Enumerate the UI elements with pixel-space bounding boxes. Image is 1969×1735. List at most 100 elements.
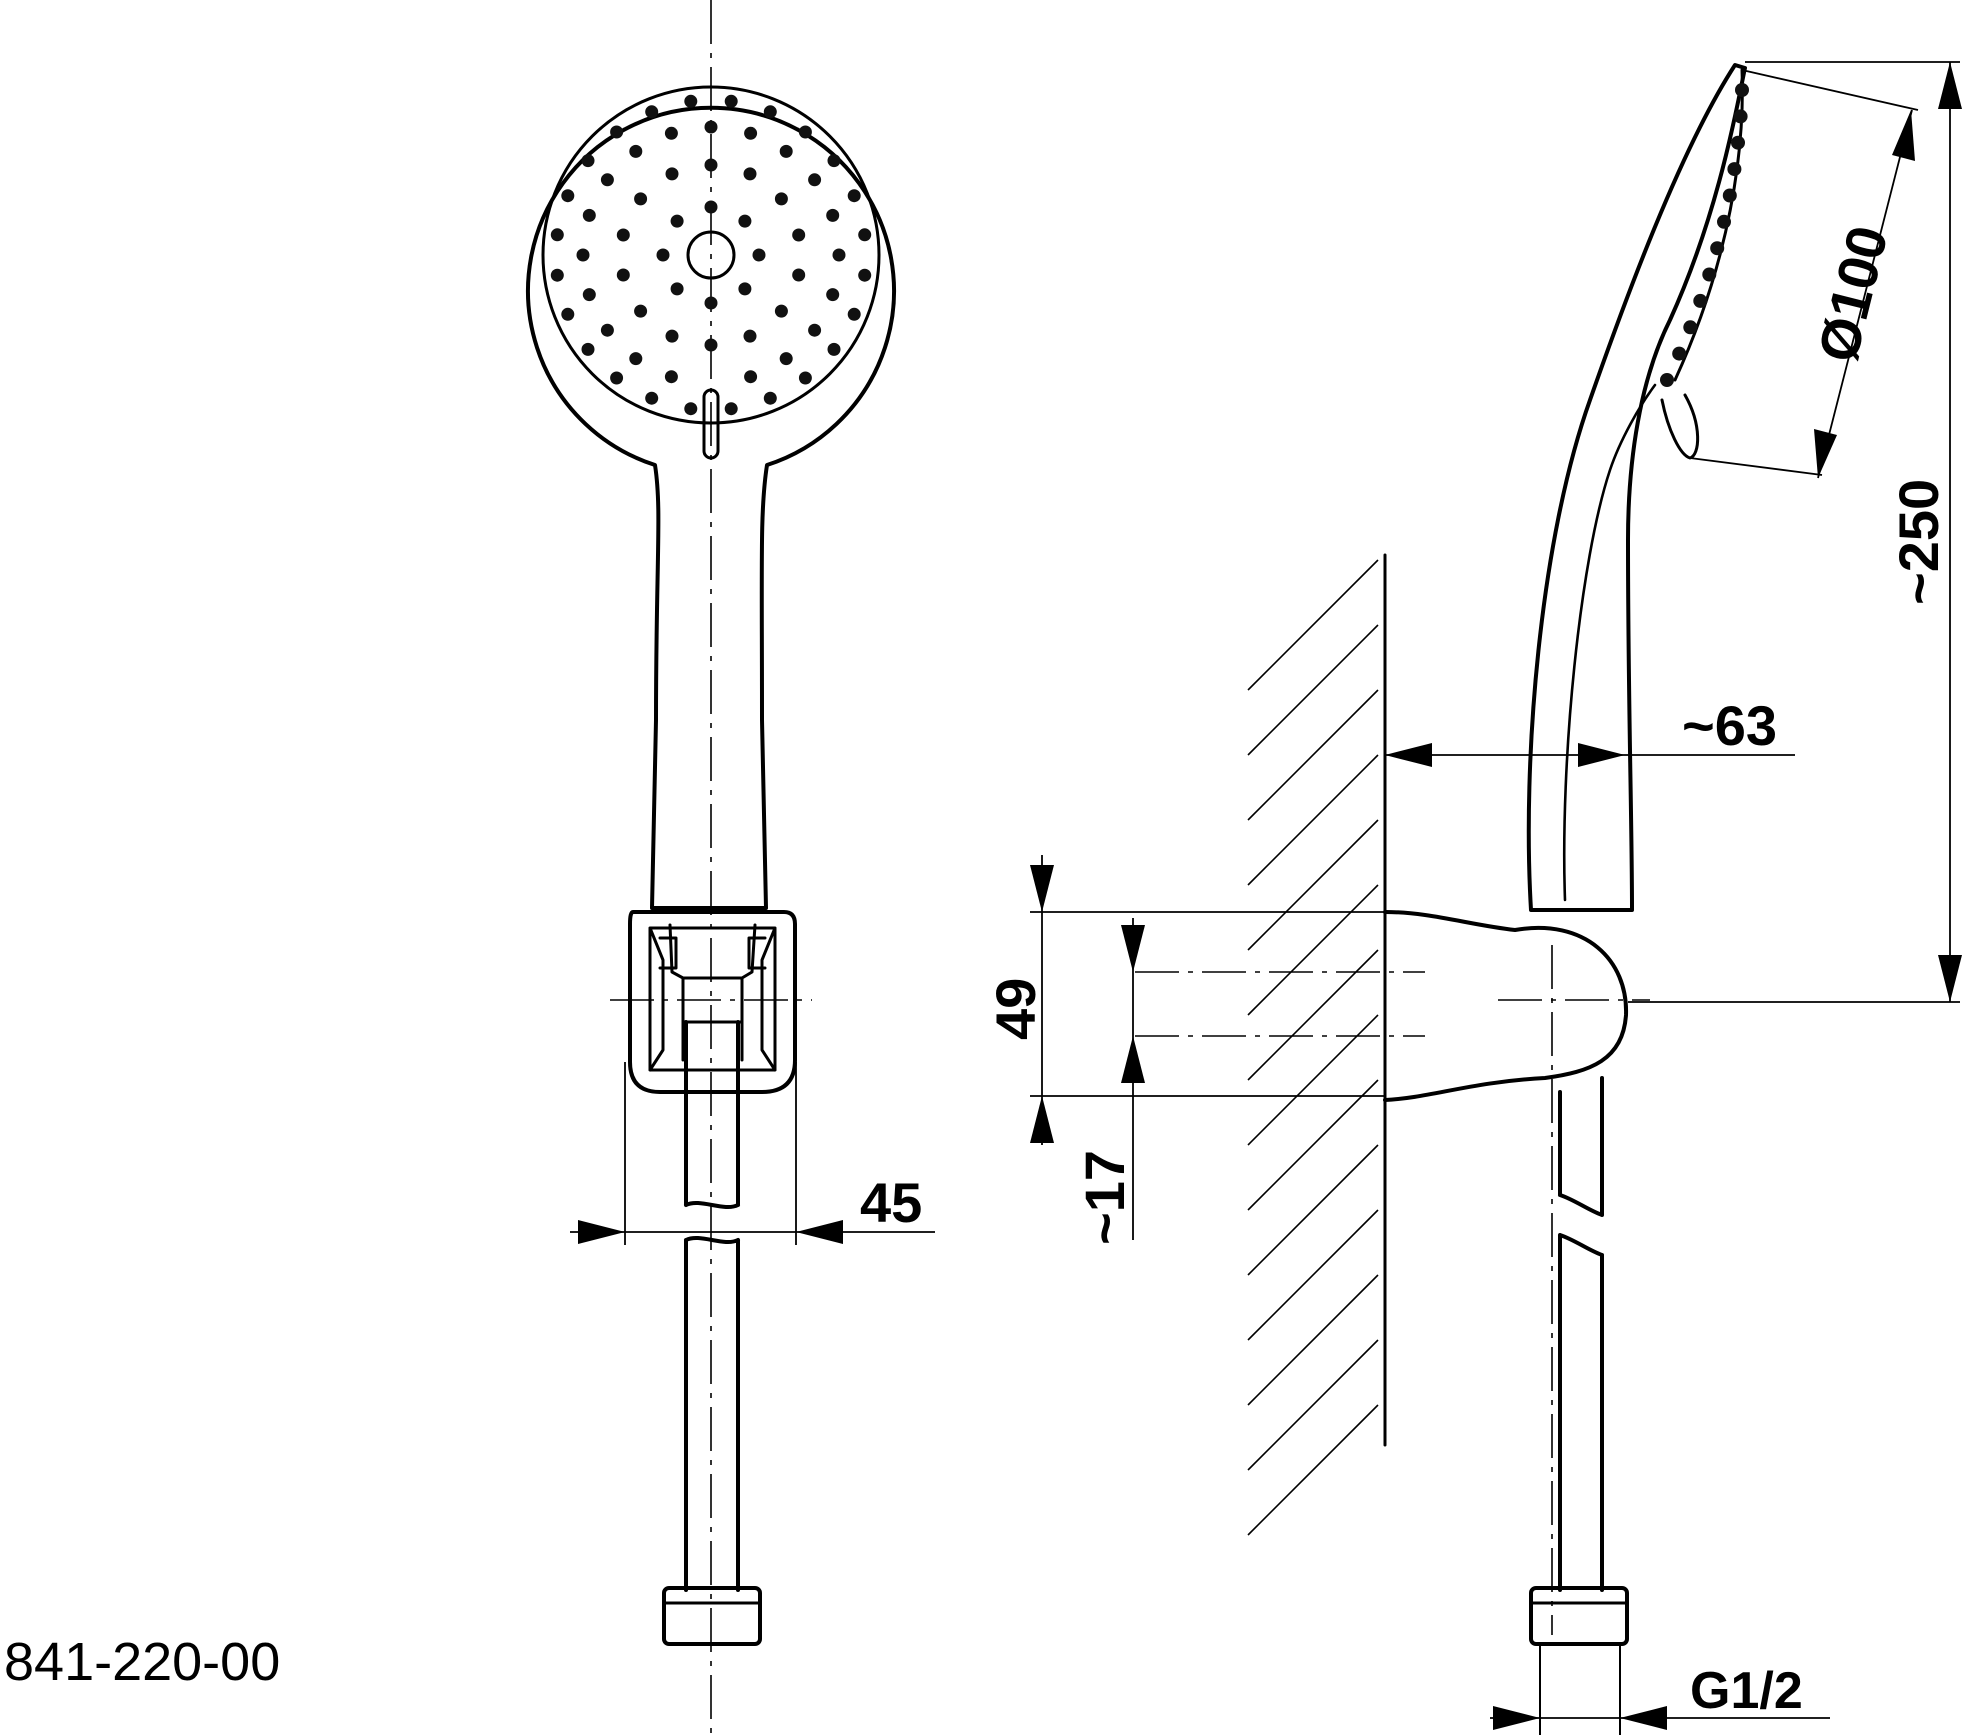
nozzle-dot	[724, 402, 738, 416]
dim-63-label: ~63	[1682, 694, 1777, 757]
holder-cone-clip	[668, 923, 757, 980]
hatch-line	[1247, 1404, 1379, 1536]
nozzle-dot	[792, 268, 806, 282]
nozzle-dot	[704, 338, 718, 352]
nozzle-holes	[550, 94, 872, 416]
nozzle-dot	[665, 167, 679, 181]
nozzle-dot	[634, 304, 648, 318]
nozzle-dot	[664, 126, 678, 140]
nozzle-dot	[600, 173, 614, 187]
dim-g12-arrow-right	[1620, 1706, 1667, 1730]
nozzle-dot	[664, 370, 678, 384]
front-hose-lower	[684, 1236, 740, 1592]
nozzle-dot	[576, 248, 590, 262]
dim-49-17: 49 ~17	[984, 855, 1385, 1245]
side-nozzle-dot	[1683, 320, 1698, 335]
nozzle-dot	[665, 329, 679, 343]
nozzle-dot	[610, 125, 624, 139]
nozzle-dot	[827, 342, 841, 356]
nozzle-dot	[858, 268, 872, 282]
wall-hatching	[1247, 559, 1379, 1536]
nozzle-dot	[738, 214, 752, 228]
dim-49-label: 49	[984, 978, 1047, 1040]
nozzle-dot	[634, 192, 648, 206]
nozzle-dot	[550, 268, 564, 282]
dim-63-arrow-left	[1385, 743, 1432, 767]
nozzle-dot	[684, 402, 698, 416]
spray-face	[541, 85, 881, 425]
nozzle-dot	[858, 228, 872, 242]
nozzle-dot	[645, 105, 659, 119]
dim-250: ~250	[1628, 61, 1962, 1003]
dim-49-arrow-top	[1030, 865, 1054, 912]
side-hose-lower	[1558, 1233, 1604, 1592]
nozzle-dot	[743, 329, 757, 343]
hatch-line	[1247, 884, 1379, 1016]
dim-45: 45	[570, 1062, 935, 1245]
nozzle-dot	[832, 248, 846, 262]
nozzle-dot	[670, 214, 684, 228]
spray-face-profile	[1673, 68, 1744, 382]
nozzle-dot	[704, 158, 718, 172]
holder-front-inner	[648, 926, 777, 1072]
dim-45-arrow-left	[578, 1220, 625, 1244]
side-nozzle-dot	[1722, 188, 1737, 203]
nozzle-dot	[561, 189, 575, 203]
dim-45-arrow-right	[796, 1220, 843, 1244]
center-button	[686, 230, 736, 280]
hatch-line	[1247, 1014, 1379, 1146]
dim-100-arrow-top	[1892, 110, 1915, 161]
nozzle-dot	[798, 371, 812, 385]
hatch-line	[1247, 1274, 1379, 1406]
nozzle-dot	[826, 208, 840, 222]
side-view: ~63 49 ~17 ~250	[984, 61, 1962, 1735]
side-nozzle-dot	[1693, 293, 1708, 308]
side-nozzle-dot	[1733, 109, 1748, 124]
side-nozzle-dot	[1717, 214, 1731, 229]
nozzle-dot	[752, 248, 766, 262]
hatch-line	[1247, 559, 1379, 691]
nozzle-dot	[645, 391, 659, 405]
nozzle-dot	[610, 371, 624, 385]
nozzle-dot	[827, 154, 841, 168]
hatch-line	[1247, 1144, 1379, 1276]
nozzle-dot	[656, 248, 670, 262]
nozzle-dot	[826, 288, 840, 302]
nozzle-dot	[808, 323, 822, 337]
nozzle-dot	[763, 105, 777, 119]
nozzle-dot	[582, 208, 596, 222]
holder-side-body	[1383, 910, 1629, 1102]
hatch-line	[1247, 689, 1379, 821]
shower-head-outline	[526, 105, 896, 910]
side-nozzle-dot	[1710, 241, 1725, 256]
holder-front-body	[628, 910, 797, 1094]
nozzle-dot	[704, 120, 718, 134]
dim-17-arrow-bottom	[1121, 1036, 1145, 1083]
holder-clip-lugs	[658, 936, 767, 970]
side-nozzle-dot	[1735, 83, 1749, 97]
nozzle-dot	[600, 323, 614, 337]
nozzle-dot	[744, 370, 758, 384]
nozzle-dot	[847, 189, 861, 203]
dim-49-arrow-bottom	[1030, 1096, 1054, 1143]
dim-63-arrow-right	[1578, 743, 1625, 767]
nozzle-dot	[724, 94, 738, 108]
dim-100: Ø100	[1689, 69, 1919, 479]
nozzle-dot	[670, 282, 684, 296]
nozzle-dot	[616, 268, 630, 282]
side-hose-nut	[1529, 1586, 1629, 1646]
nozzle-dot	[704, 200, 718, 214]
nozzle-dot	[779, 144, 793, 158]
nozzle-dot	[743, 167, 757, 181]
dim-100-label: Ø100	[1806, 220, 1900, 368]
dim-17-label: ~17	[1073, 1150, 1136, 1245]
nozzle-dot	[798, 125, 812, 139]
nozzle-dot	[744, 126, 758, 140]
dim-45-label: 45	[860, 1171, 922, 1234]
dim-100-arrow-bottom	[1814, 429, 1837, 478]
dim-g12-label: G1/2	[1690, 1662, 1803, 1720]
nozzle-dot	[704, 296, 718, 310]
nozzle-dot	[581, 154, 595, 168]
side-hose-stub	[1539, 1643, 1621, 1735]
